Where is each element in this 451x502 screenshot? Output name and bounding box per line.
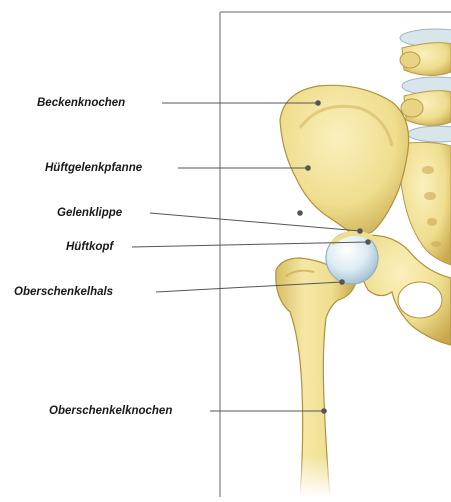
- label-hueftkopf: Hüftkopf: [66, 240, 113, 254]
- sacrum: [400, 142, 451, 265]
- label-oberschenkelknochen: Oberschenkelknochen: [49, 404, 172, 418]
- lumbar-spine: [400, 29, 451, 142]
- label-oberschenkelhals: Oberschenkelhals: [14, 285, 113, 299]
- label-beckenknochen: Beckenknochen: [37, 96, 125, 110]
- label-hueftgelenkpfanne: Hüftgelenkpfanne: [45, 161, 142, 175]
- label-gelenklippe: Gelenklippe: [57, 206, 122, 220]
